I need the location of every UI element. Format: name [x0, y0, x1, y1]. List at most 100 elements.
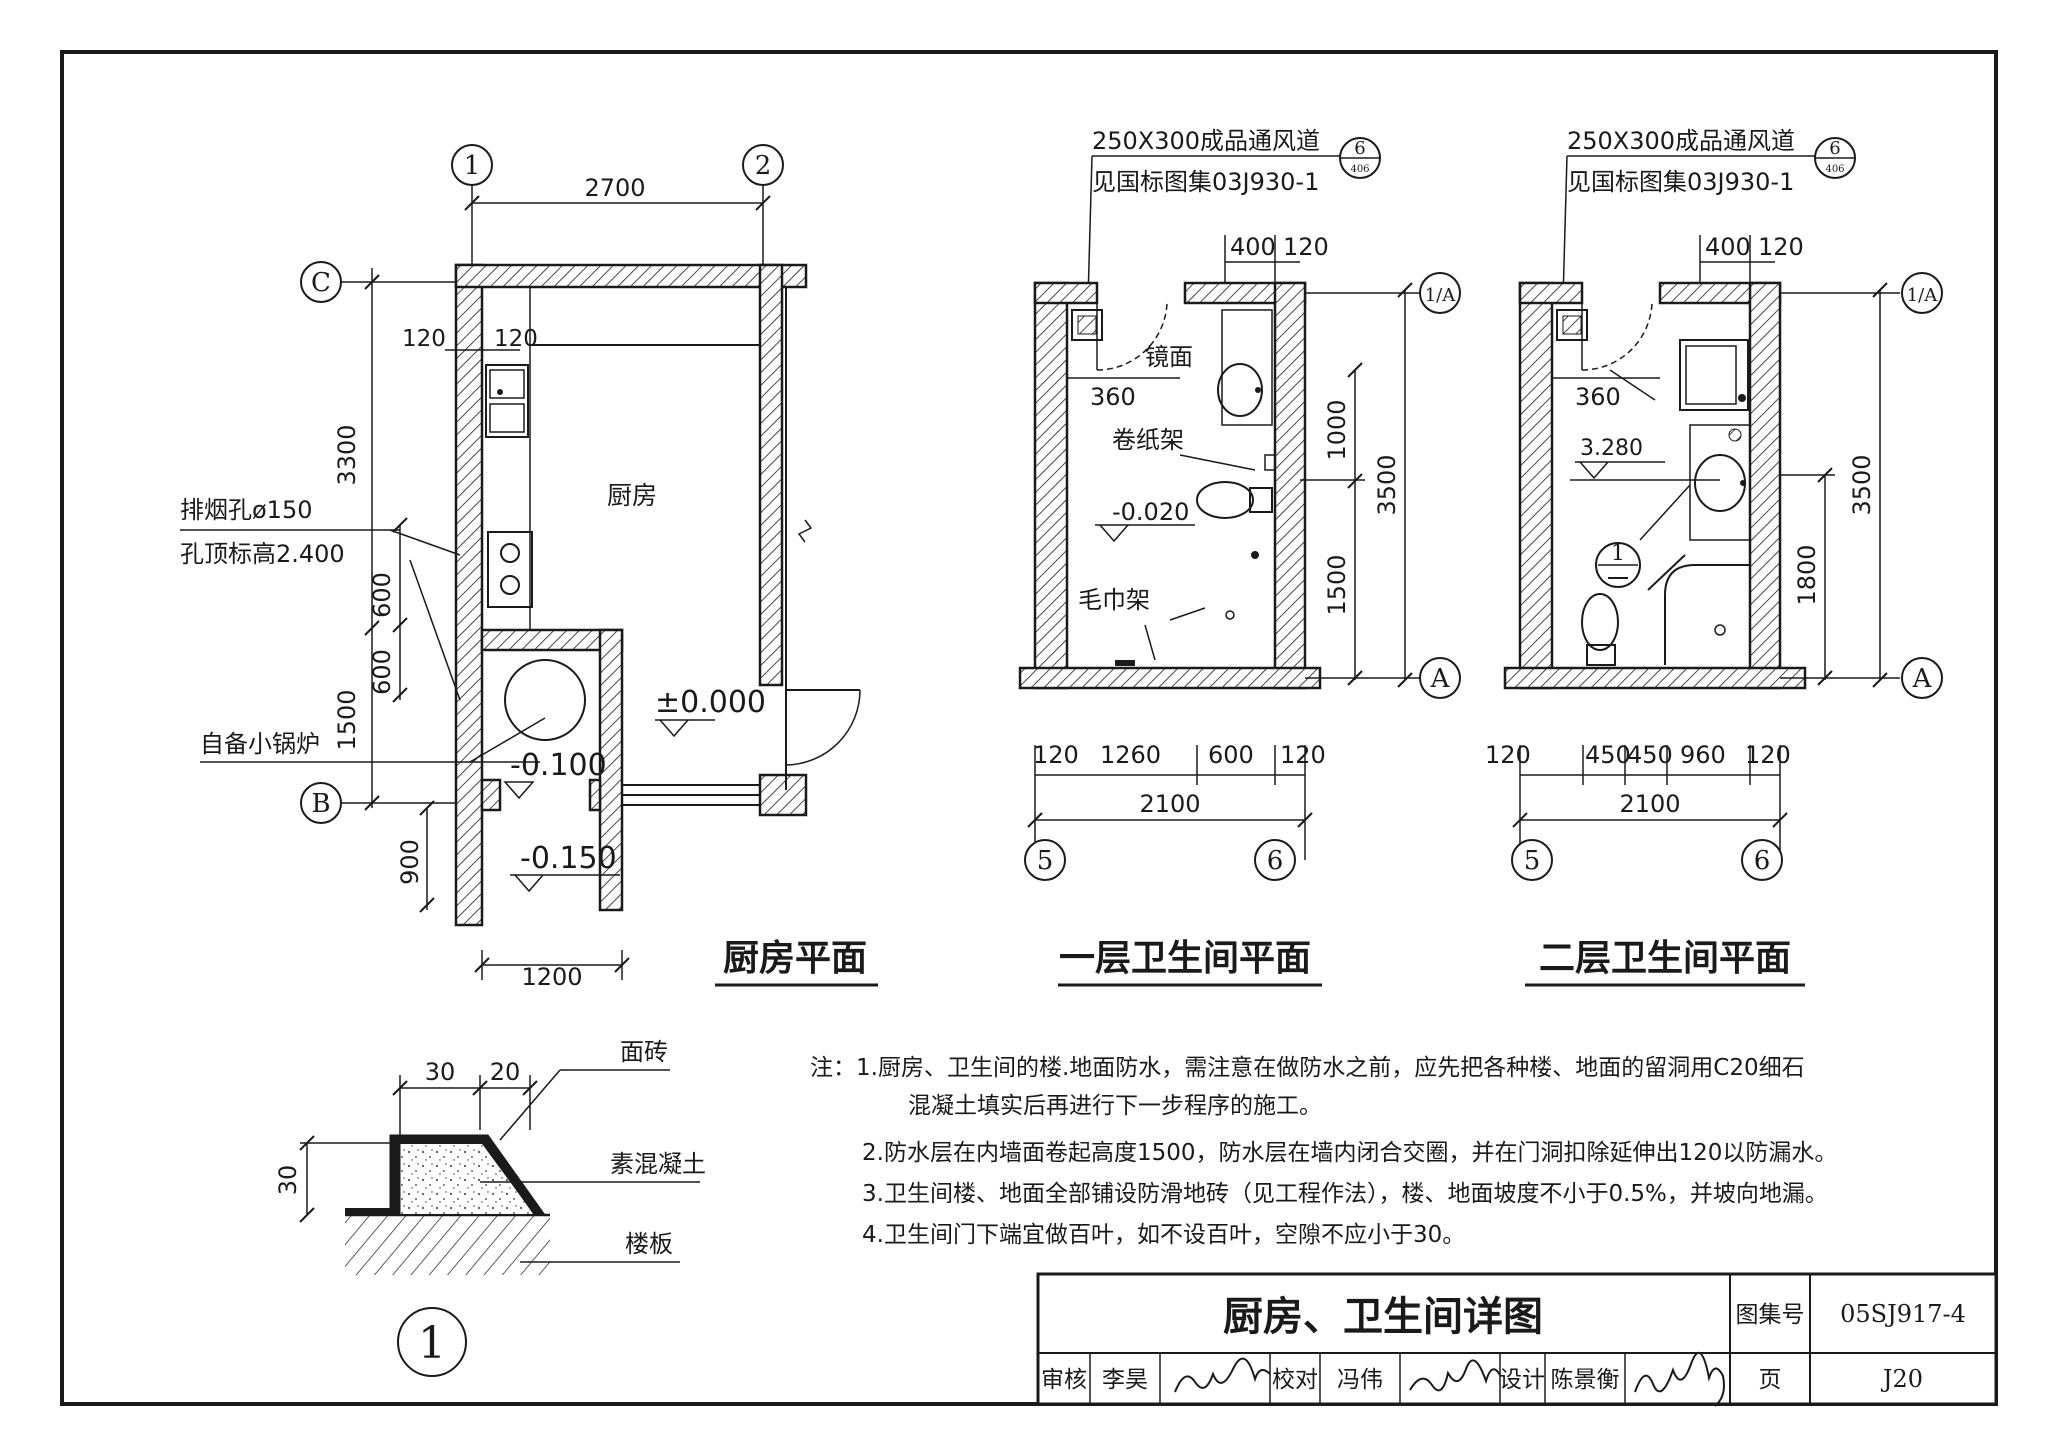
bath2-detail-ref: 1	[1611, 541, 1625, 566]
stove-icon	[487, 531, 533, 608]
bath2-b-960: 960	[1680, 741, 1726, 769]
level-neg-100: -0.100	[510, 748, 607, 783]
bath1-vent-line1: 250X300成品通风道	[1092, 127, 1320, 155]
bath1-basin-icon	[1217, 363, 1263, 417]
note-1b: 混凝土填实后再进行下一步程序的施工。	[908, 1093, 1322, 1119]
bath1-plan-title: 一层卫生间平面	[1059, 938, 1311, 979]
titleblock-check: 校对	[1272, 1367, 1318, 1393]
detail-dim-30: 30	[425, 1058, 456, 1086]
bath1-b-120a: 120	[1033, 741, 1079, 769]
detail-label-concrete: 素混凝土	[610, 1150, 706, 1178]
kitchen-dim-900: 900	[396, 839, 424, 885]
level-neg-150: -0.150	[520, 841, 617, 876]
bath1-paper-label: 卷纸架	[1112, 426, 1184, 454]
signature-reviewer	[1174, 1357, 1271, 1393]
bath1-axis-1A: 1/A	[1425, 285, 1457, 306]
bath1-dim-3500: 3500	[1373, 454, 1401, 515]
detail-floor-slab	[345, 1215, 550, 1275]
bath1-toilet-icon	[1196, 481, 1254, 519]
bath1-b-120b: 120	[1280, 741, 1326, 769]
bath2-axis-5: 5	[1524, 846, 1541, 876]
bath2-plan: 250X300成品通风道 见国标图集03J930-1 6 406 400 120	[1485, 127, 1943, 987]
kitchen-dim-2700: 2700	[584, 174, 645, 202]
kitchen-dim-3300: 3300	[333, 424, 361, 485]
bath2-toilet-icon	[1581, 593, 1619, 651]
note-2: 2.防水层在内墙面卷起高度1500，防水层在墙内闭合交圈，并在门洞扣除延伸出12…	[862, 1140, 1837, 1166]
note-hole-top: 孔顶标高2.400	[180, 540, 345, 568]
axis-bubble-1	[451, 144, 493, 186]
bath1-level: -0.020	[1112, 498, 1189, 526]
kitchen-dim-1200: 1200	[521, 963, 582, 991]
bath1-dim-400: 400	[1230, 233, 1276, 261]
sheet-border	[60, 50, 1998, 1406]
bath1-axis-6: 6	[1267, 846, 1284, 876]
detail-label-slab: 楼板	[625, 1230, 673, 1258]
bath1-b-1260: 1260	[1100, 741, 1161, 769]
bath1-mirror-label: 镜面	[1145, 343, 1193, 371]
bath1-vent-line2: 见国标图集03J930-1	[1092, 168, 1319, 196]
bath2-ref-bot: 406	[1825, 164, 1844, 175]
axis-1-label: 1	[464, 151, 481, 181]
bath2-b-120b: 120	[1745, 741, 1791, 769]
level-0: ±0.000	[655, 685, 766, 720]
bath2-axis-1A: 1/A	[1907, 285, 1939, 306]
bath2-b-450b: 450	[1627, 741, 1673, 769]
detail-label-tile: 面砖	[620, 1038, 668, 1066]
bath1-axis-A: A	[1430, 664, 1451, 694]
bath1-axis-5: 5	[1037, 846, 1054, 876]
bath2-axis-6: 6	[1754, 846, 1771, 876]
bath1-ref-top: 6	[1354, 138, 1365, 159]
bath2-b-450a: 450	[1585, 741, 1631, 769]
sink-icon	[485, 364, 529, 438]
bath2-dim-120: 120	[1758, 233, 1804, 261]
threshold-detail: 30 20 30 面砖 素混凝土 楼板 1	[274, 1038, 706, 1377]
bath2-basin-icon	[1694, 454, 1746, 512]
detail-number: 1	[418, 1318, 446, 1369]
kitchen-dim-1500: 1500	[333, 689, 361, 750]
bath1-dim-360: 360	[1090, 383, 1136, 411]
signature-designer	[1634, 1351, 1725, 1407]
detail-dim-20: 20	[490, 1058, 521, 1086]
note-smoke-hole: 排烟孔ø150	[180, 496, 313, 524]
bath1-dim-1500: 1500	[1323, 554, 1351, 615]
bath2-dim-360: 360	[1575, 383, 1621, 411]
note-3: 3.卫生间楼、地面全部铺设防滑地砖（见工程作法），楼、地面坡度不小于0.5%，并…	[862, 1181, 1828, 1207]
title-block: 厨房、卫生间详图 图集号 05SJ917-4 页 J20 审核 李昊 校对 冯伟…	[1036, 1272, 1998, 1407]
bath2-plan-title: 二层卫生间平面	[1539, 938, 1791, 979]
bath2-vent-line2: 见国标图集03J930-1	[1567, 168, 1794, 196]
titleblock-design: 设计	[1499, 1367, 1545, 1393]
bath1-ref-bot: 406	[1350, 164, 1369, 175]
kitchen-dim-120a: 120	[402, 326, 446, 352]
kitchen-room-label: 厨房	[607, 481, 657, 510]
kitchen-dim-120b: 120	[494, 326, 538, 352]
bath2-level: 3.280	[1580, 436, 1643, 461]
bath1-towel-label: 毛巾架	[1078, 586, 1150, 614]
note-4: 4.卫生间门下端宜做百叶，如不设百叶，空隙不应小于30。	[862, 1222, 1465, 1248]
detail-dim-30v: 30	[274, 1165, 302, 1196]
titleblock-title: 厨房、卫生间详图	[1223, 1294, 1543, 1340]
titleblock-atlas-value: 05SJ917-4	[1840, 1300, 1966, 1328]
bath2-b-120a: 120	[1485, 741, 1531, 769]
note-1a: 注：1.厨房、卫生间的楼.地面防水，需注意在做防水之前，应先把各种楼、地面的留洞…	[810, 1055, 1805, 1081]
bath2-b-2100: 2100	[1619, 790, 1680, 818]
bath2-axis-A: A	[1912, 664, 1933, 694]
bath1-b-600: 600	[1208, 741, 1254, 769]
titleblock-atlas-label: 图集号	[1736, 1302, 1805, 1328]
kitchen-plan: 1 2 2700 C B	[180, 144, 878, 991]
kitchen-plan-title: 厨房平面	[723, 938, 867, 979]
axis-C-label: C	[311, 268, 331, 298]
titleblock-designer: 陈景衡	[1551, 1367, 1620, 1393]
bath2-dim-3500: 3500	[1848, 454, 1876, 515]
bath2-washer-icon	[1679, 339, 1749, 411]
kitchen-dim-600b: 600	[368, 649, 396, 695]
titleblock-reviewer: 李昊	[1102, 1367, 1148, 1393]
bath1-dim-1000: 1000	[1323, 399, 1351, 460]
signature-checker	[1409, 1359, 1501, 1392]
bath2-dim-1800: 1800	[1793, 544, 1821, 605]
bath1-dim-120: 120	[1283, 233, 1329, 261]
note-boiler: 自备小锅炉	[200, 730, 320, 758]
titleblock-review: 审核	[1041, 1367, 1087, 1393]
bath1-b-2100: 2100	[1139, 790, 1200, 818]
titleblock-page-label: 页	[1759, 1367, 1782, 1393]
